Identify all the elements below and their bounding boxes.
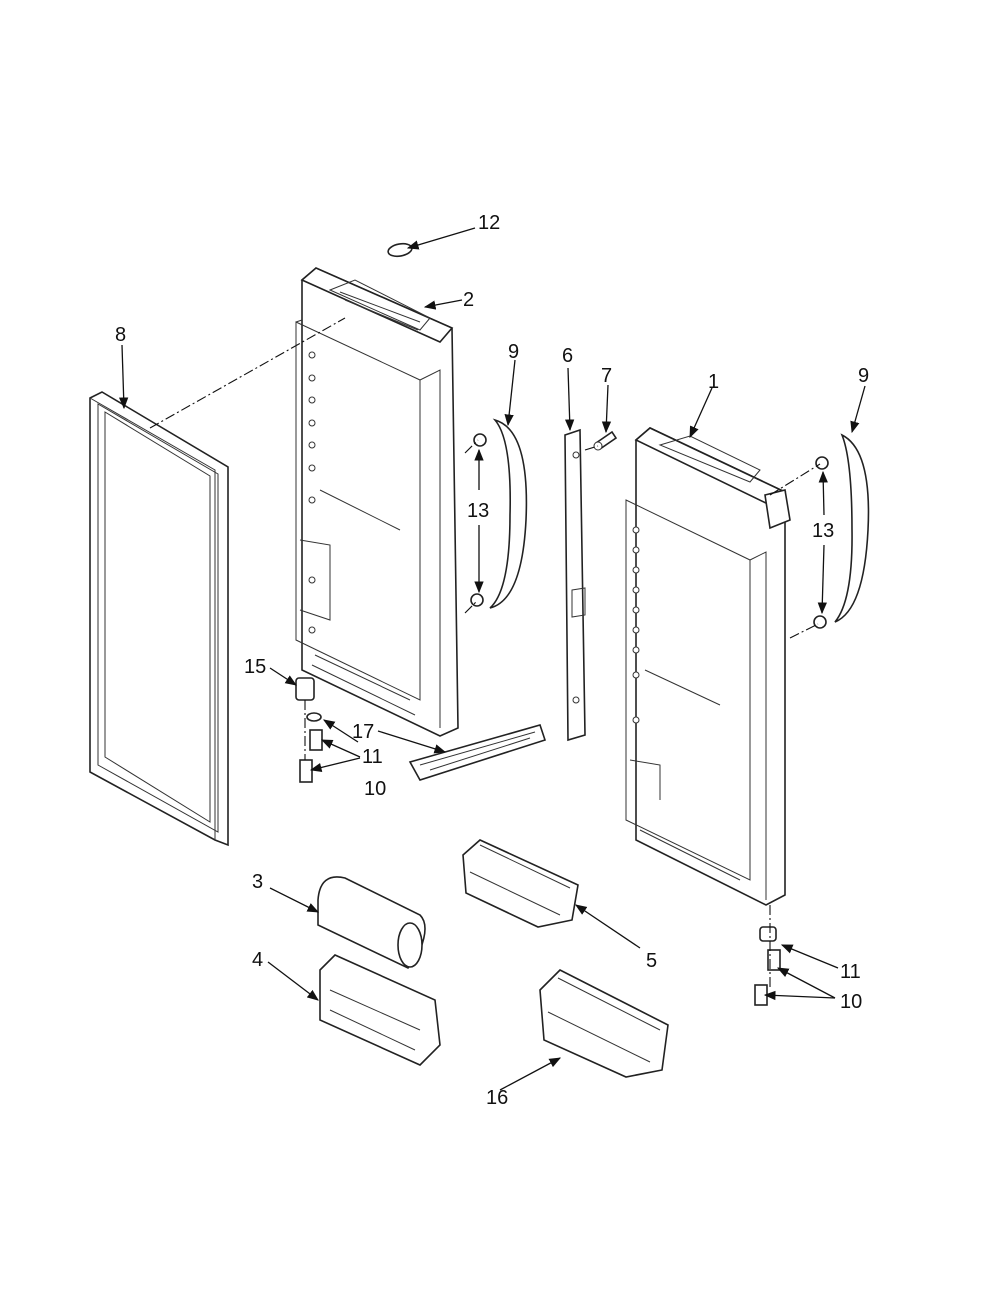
callout-16: 16 — [486, 1087, 508, 1109]
callout-labels: 12 2 8 9 6 7 1 9 13 13 15 17 11 10 3 4 5… — [115, 212, 869, 1109]
callout-8: 8 — [115, 324, 126, 346]
screw-part-7 — [593, 430, 618, 451]
callout-11-right: 11 — [840, 961, 861, 983]
callout-12: 12 — [478, 212, 500, 234]
dairy-door-part-3 — [317, 876, 426, 970]
leader-lines — [118, 227, 866, 1091]
callout-10-left: 10 — [364, 778, 386, 800]
right-door-part-1 — [625, 427, 791, 906]
callout-13-right: 13 — [812, 520, 834, 542]
left-door-part-2 — [295, 267, 459, 737]
callout-7: 7 — [601, 365, 612, 387]
right-handle-part-9 — [834, 433, 870, 623]
left-handle-part-9 — [489, 418, 528, 609]
callout-4: 4 — [252, 949, 263, 971]
handle-studs-part-13 — [470, 433, 829, 629]
door-gasket-part-8 — [89, 391, 229, 847]
callout-15: 15 — [244, 656, 266, 678]
callout-5: 5 — [646, 950, 657, 972]
door-bin-part-5 — [462, 839, 579, 928]
callout-9-left: 9 — [508, 341, 519, 363]
right-door-shelf-holes — [632, 526, 640, 724]
callout-6: 6 — [562, 345, 573, 367]
dairy-bin-part-4 — [319, 954, 441, 1066]
callout-1: 1 — [708, 371, 719, 393]
callout-3: 3 — [252, 871, 263, 893]
right-hinge-hardware — [754, 926, 781, 1006]
cap-part-12 — [387, 242, 413, 258]
left-door-shelf-holes — [308, 351, 316, 634]
callout-17: 17 — [352, 721, 374, 743]
callout-10-right: 10 — [840, 991, 862, 1013]
bottom-cover-part-17 — [408, 724, 547, 781]
mullion-part-6 — [564, 428, 586, 742]
callout-13-left: 13 — [467, 500, 489, 522]
callout-2: 2 — [463, 289, 474, 311]
left-hinge-hardware — [295, 677, 323, 783]
callout-11-left: 11 — [362, 746, 383, 768]
door-bin-part-16 — [539, 969, 669, 1078]
callout-9-right: 9 — [858, 365, 869, 387]
alignment-lines — [149, 317, 821, 990]
